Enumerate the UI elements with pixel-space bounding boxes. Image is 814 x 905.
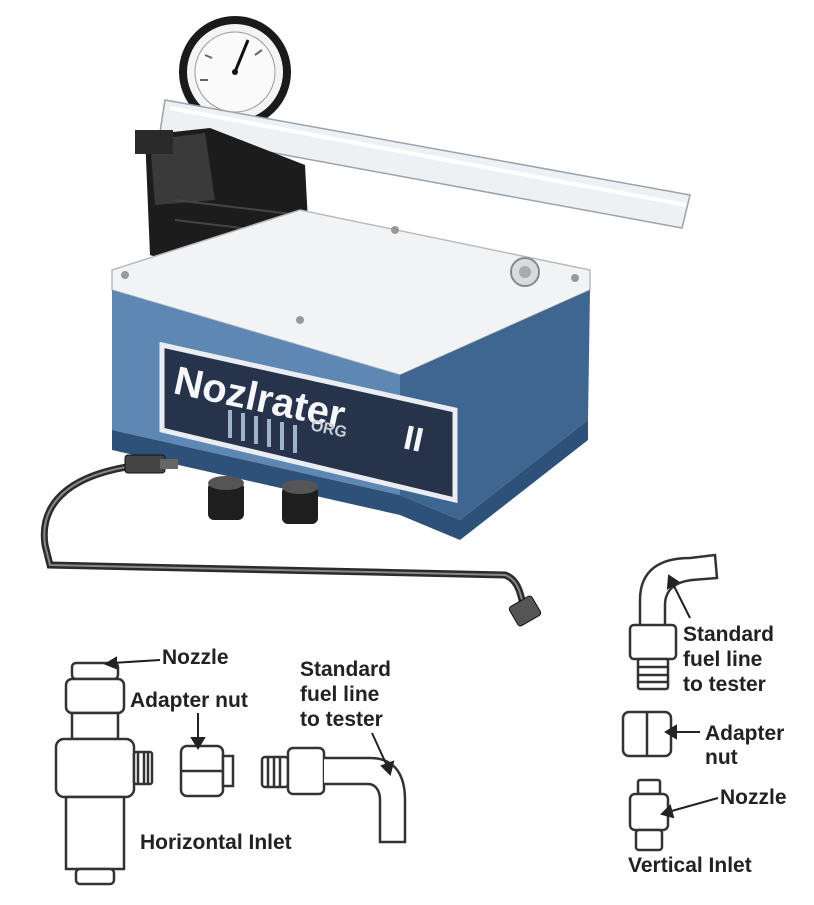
adapter-nuts-photo: [208, 476, 318, 524]
label-horizontal-inlet: Horizontal Inlet: [140, 831, 292, 854]
label-nozzle: Nozzle: [162, 646, 229, 669]
vertical-inlet-diagram: [621, 553, 719, 852]
vertical-nozzle-drawing: [628, 778, 670, 852]
fuel-hose: [40, 454, 542, 627]
pressure-gauge-icon: [179, 16, 291, 141]
pump-handle-icon: [159, 99, 691, 229]
adapter-nut-drawing: [179, 744, 235, 798]
label-right-nozzle: Nozzle: [720, 786, 787, 809]
fuel-line-drawing: [260, 746, 407, 844]
label-right-adapter-nut: Adapter nut: [705, 722, 790, 769]
label-right-standard-fuel-line: Standard fuel line to tester: [683, 623, 780, 696]
label-standard-fuel-line-line1: Standard: [300, 658, 391, 681]
label-right-standard-fuel-line-line3: to tester: [683, 673, 766, 696]
pump-illustration: Nozlrater II ORG: [40, 16, 691, 627]
vertical-fuel-line-drawing: [628, 553, 719, 691]
label-standard-fuel-line-line2: fuel line: [300, 683, 379, 706]
label-standard-fuel-line: Standard fuel line to tester: [300, 658, 397, 731]
vertical-adapter-nut-drawing: [621, 710, 673, 758]
label-right-adapter-nut-line1: Adapter: [705, 722, 784, 745]
label-right-standard-fuel-line-line2: fuel line: [683, 648, 762, 671]
label-adapter-nut: Adapter nut: [130, 689, 248, 712]
label-standard-fuel-line-line3: to tester: [300, 708, 383, 731]
horizontal-inlet-diagram: [54, 661, 407, 886]
leader-lines: [103, 574, 719, 819]
label-right-standard-fuel-line-line1: Standard: [683, 623, 774, 646]
label-vertical-inlet: Vertical Inlet: [628, 854, 752, 877]
diagram-labels: Nozzle Adapter nut Standard fuel line to…: [130, 623, 790, 877]
nameplate-stripes: [228, 410, 297, 453]
label-right-adapter-nut-line2: nut: [705, 746, 738, 769]
nozzle-drawing: [54, 661, 154, 886]
